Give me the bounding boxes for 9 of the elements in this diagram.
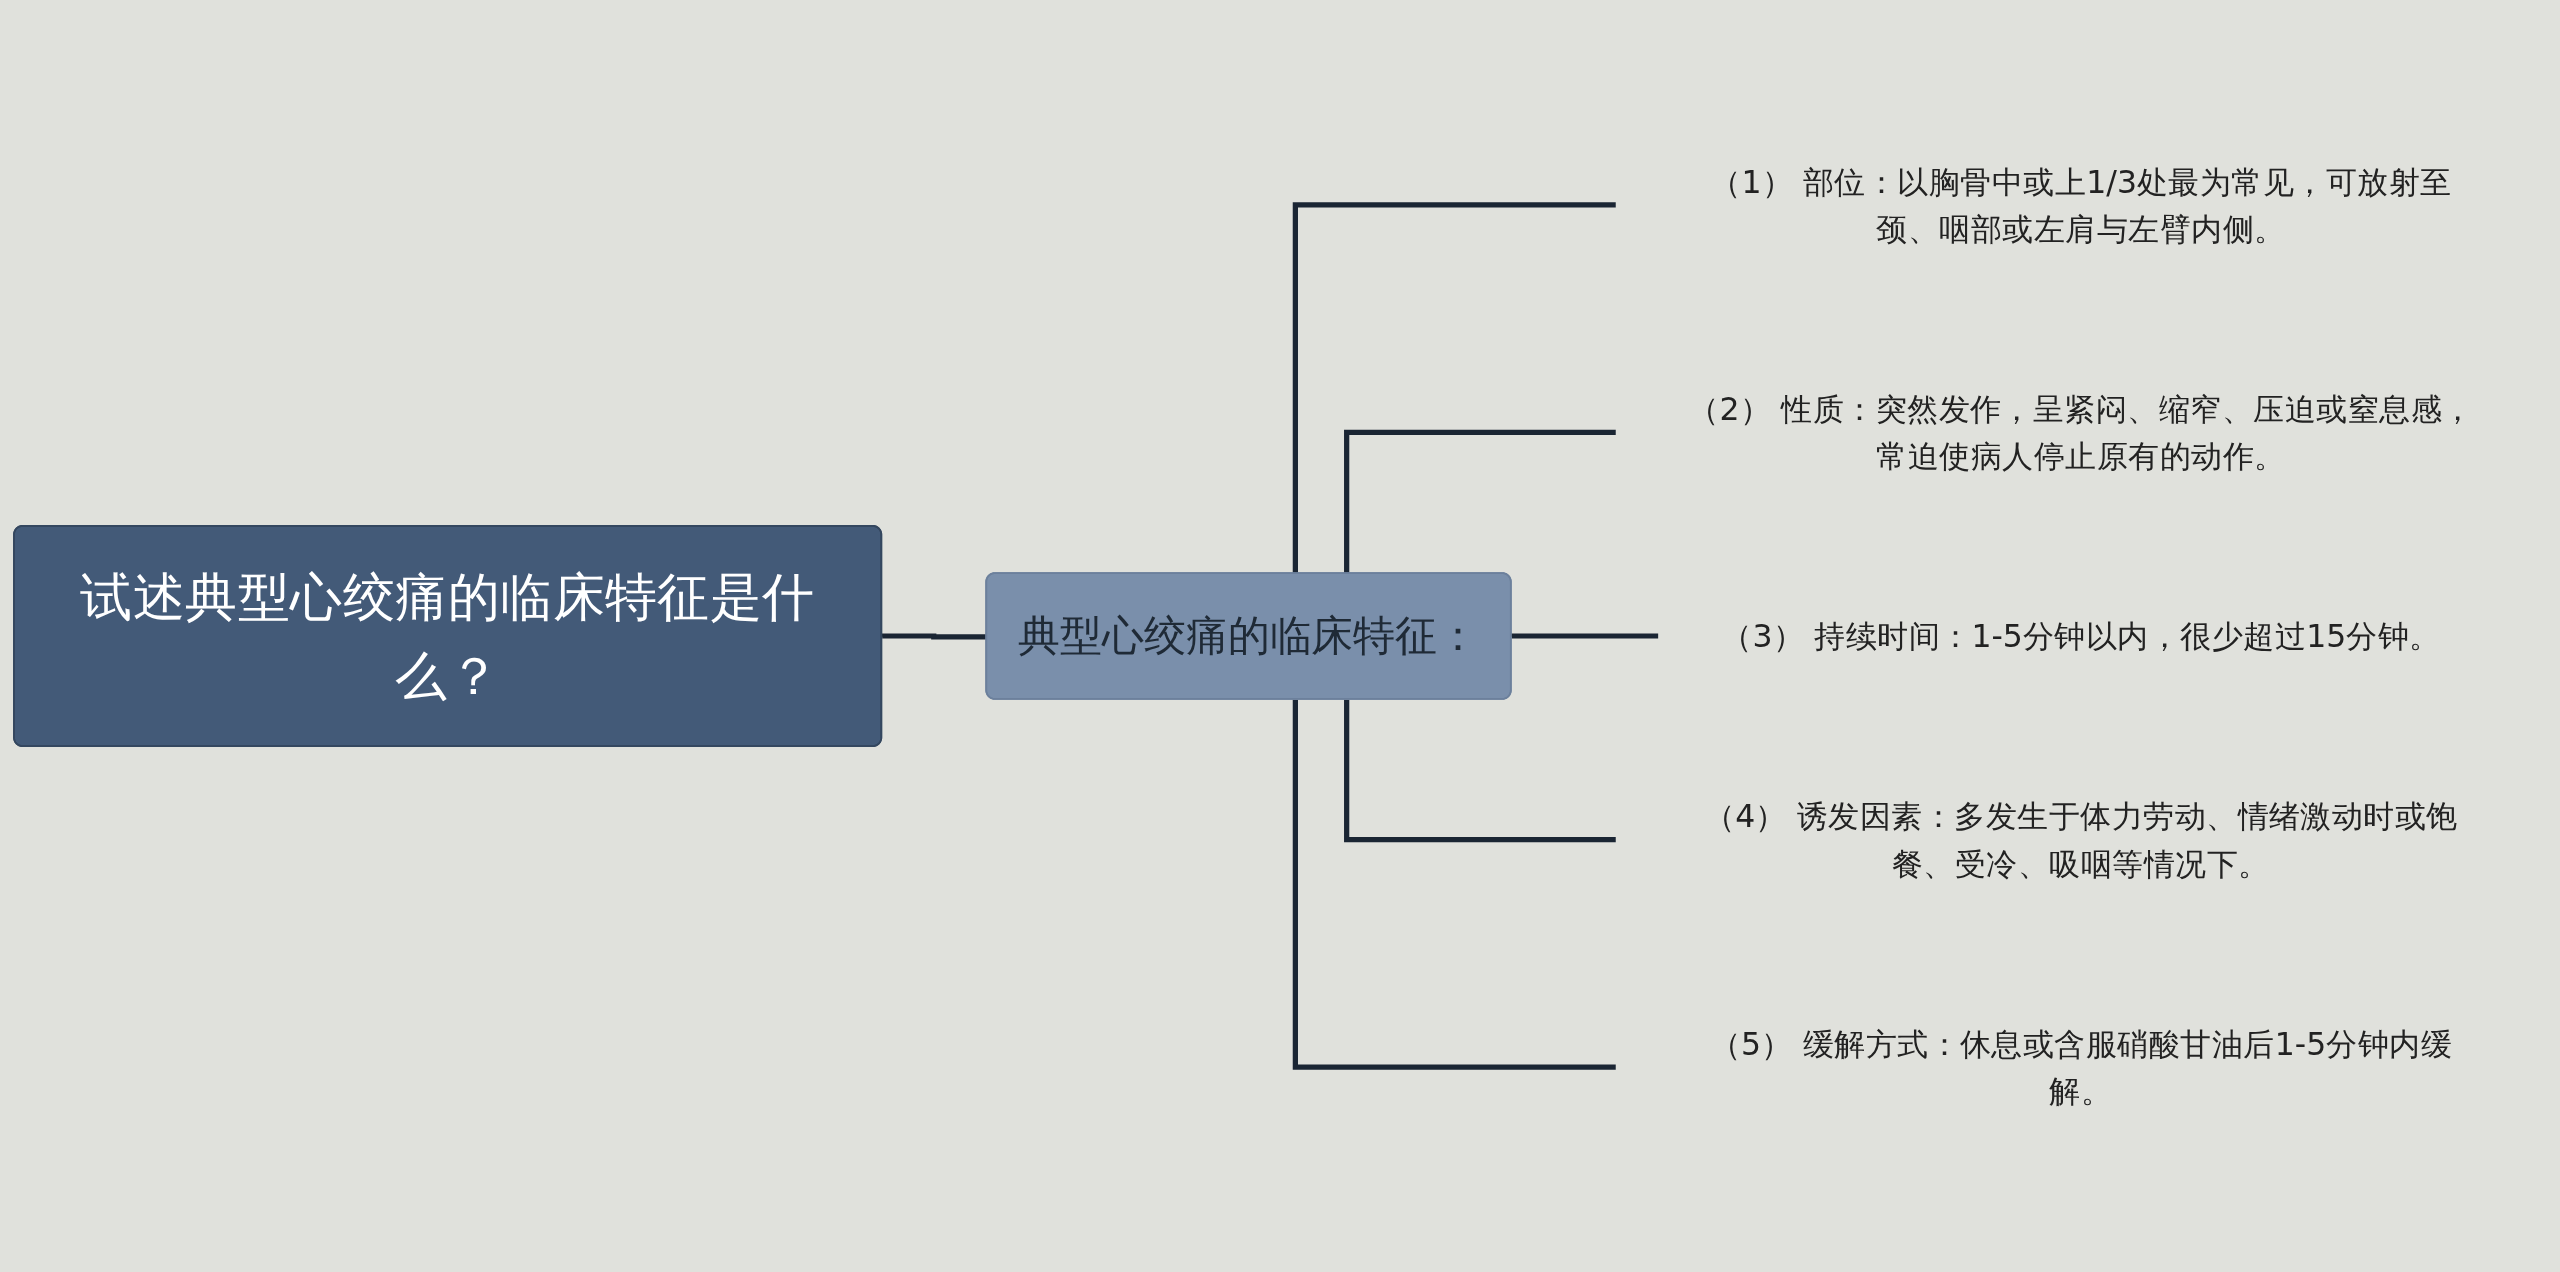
connector bbox=[1344, 429, 1616, 574]
node-text: （2） 性质：突然发作，呈紧闷、缩窄、压迫或窒息感，常迫使病人停止原有的动作。 bbox=[1688, 390, 2474, 475]
connector bbox=[1292, 699, 1616, 1070]
connector bbox=[1292, 202, 1616, 574]
node-text: （3） 持续时间：1-5分钟以内，很少超过15分钟。 bbox=[1721, 617, 2441, 655]
node-text: （5） 缓解方式：休息或含服硝酸甘油后1-5分钟内缓解。 bbox=[1709, 1025, 2453, 1110]
node-text: （4） 诱发因素：多发生于体力劳动、情绪激动时或饱餐、受冷、吸咽等情况下。 bbox=[1703, 797, 2458, 882]
node-text: （1） 部位：以胸骨中或上1/3处最为常见，可放射至颈、咽部或左肩与左臂内侧。 bbox=[1710, 162, 2452, 247]
connector bbox=[1344, 699, 1616, 843]
